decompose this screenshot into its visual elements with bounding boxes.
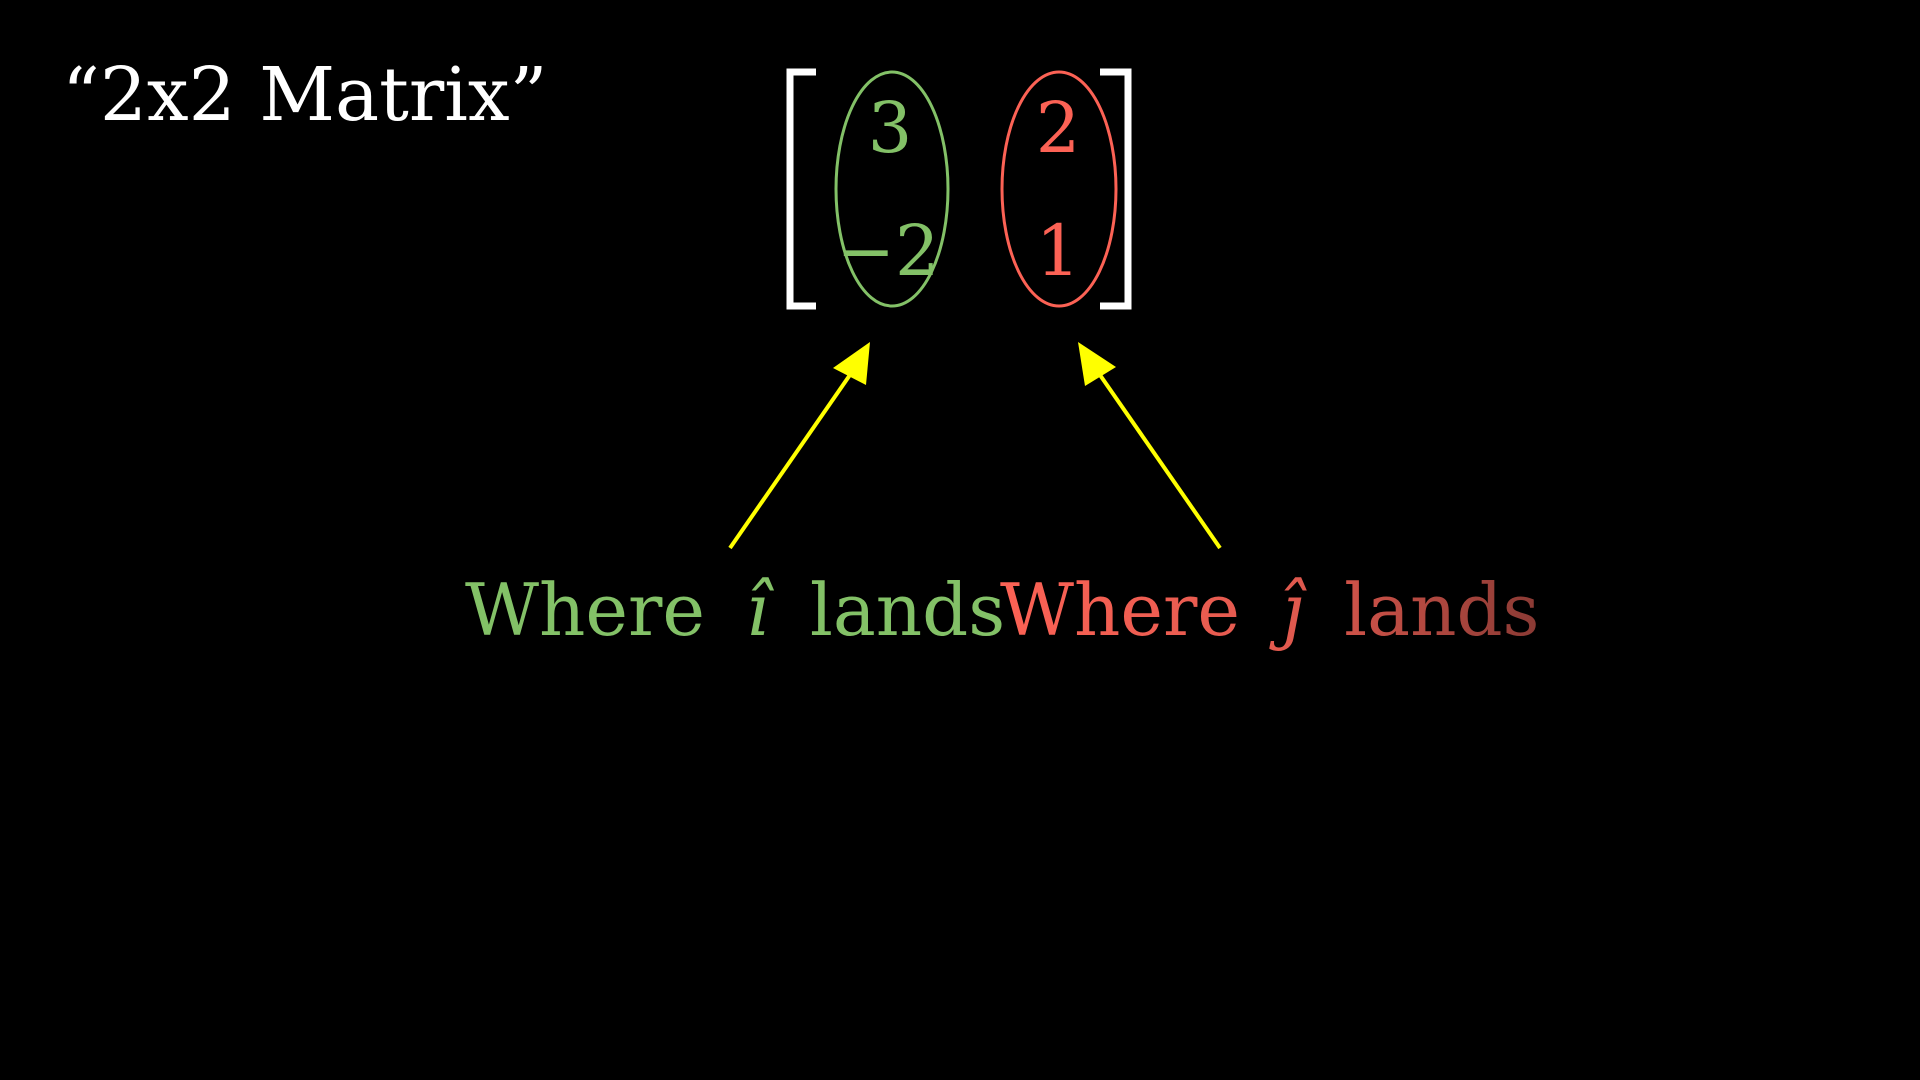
matrix-entry-a22: 1 <box>1036 210 1081 292</box>
i-hat-label: Where î lands <box>465 568 1005 652</box>
left-bracket <box>786 68 816 310</box>
matrix-entry-a12: 2 <box>1036 87 1081 169</box>
i-hat-symbol: î <box>746 568 775 652</box>
matrix-entry-a21: −2 <box>836 210 939 292</box>
matrix-entry-a11: 3 <box>868 87 913 169</box>
j-hat-label: Where ĵ lands <box>1000 568 1540 652</box>
i-hat-label-prefix: Where <box>465 568 705 652</box>
j-hat-label-suffix: lands <box>1344 568 1539 652</box>
j-hat-label-prefix: Where <box>1000 568 1240 652</box>
column-1-ellipse <box>834 70 950 308</box>
column-2-ellipse <box>1000 70 1118 308</box>
right-bracket <box>1100 68 1132 310</box>
arrow-to-column-2 <box>1078 342 1222 550</box>
page-title: “2x2 Matrix” <box>62 52 547 138</box>
arrow-to-column-1 <box>728 342 870 550</box>
i-hat-label-suffix: lands <box>810 568 1005 652</box>
j-hat-symbol: ĵ <box>1269 568 1307 652</box>
